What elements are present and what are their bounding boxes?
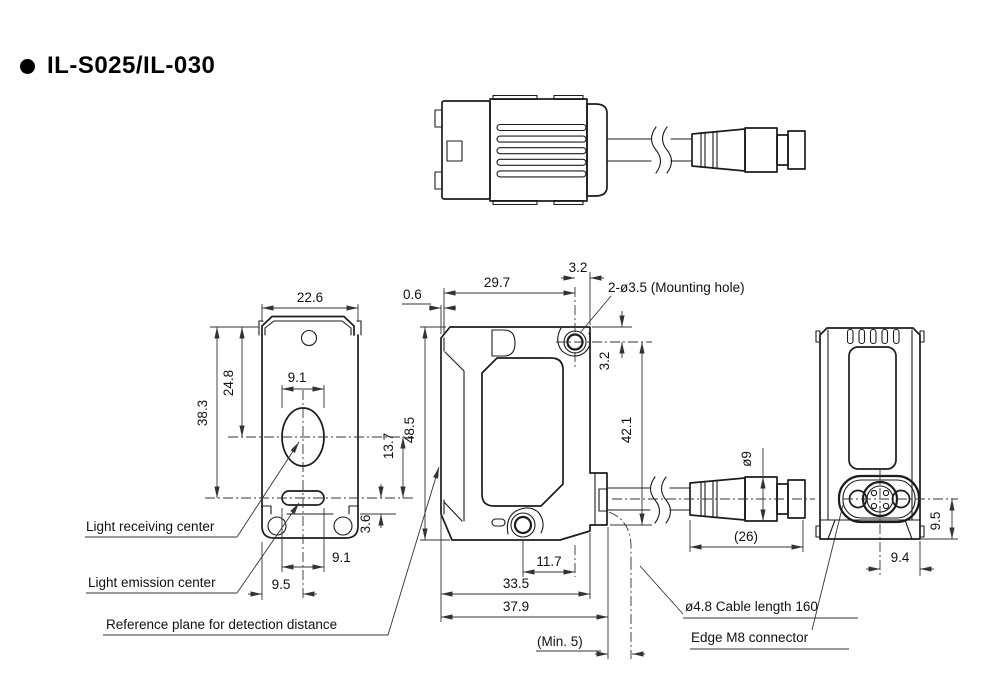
dim-center-to-bottom: 9.5	[920, 499, 958, 540]
svg-text:Reference plane for detection: Reference plane for detection distance	[106, 617, 337, 632]
dim-text-9-1-bottom: 9.1	[332, 550, 351, 565]
side-view: 0.6 29.7 3.2 2-ø3.5 (Mounting hole)	[402, 260, 858, 659]
dim-text-33-5: 33.5	[503, 576, 529, 591]
top-view-cable	[606, 126, 693, 174]
dim-text-9-5-rear: 9.5	[928, 512, 943, 531]
label-light-receiving: Light receiving center	[85, 441, 300, 538]
drawing-header: IL-S025/IL-030	[20, 52, 215, 80]
label-light-emission: Light emission center	[86, 502, 300, 594]
page-title: IL-S025/IL-030	[47, 52, 216, 79]
svg-text:ø4.8 Cable length 160: ø4.8 Cable length 160	[685, 599, 818, 614]
m8-pin	[882, 502, 890, 510]
side-center-panel	[481, 357, 564, 507]
dim-text-26: (26)	[734, 529, 758, 544]
dim-text-24-8: 24.8	[221, 370, 236, 396]
dim-text-9-4: 9.4	[891, 550, 910, 565]
dim-depth-total: 37.9	[441, 527, 609, 622]
side-top-tab	[491, 329, 516, 357]
side-cable	[606, 487, 691, 511]
top-view-heatsink-ribs	[496, 123, 587, 178]
label-mounting-hole: 2-ø3.5 (Mounting hole)	[579, 280, 745, 334]
dim-text-29-7: 29.7	[484, 275, 510, 290]
label-connector: Edge M8 connector	[690, 504, 849, 650]
dim-hole-to-cable: 42.1	[610, 342, 652, 526]
front-body-sides	[261, 334, 359, 507]
side-front-face-detail	[443, 337, 465, 522]
dim-text-9-5: 9.5	[272, 577, 291, 592]
cable-break-symbol	[650, 126, 673, 174]
cable-break-symbol-side	[649, 476, 672, 524]
m8-pin	[870, 502, 878, 510]
dim-text-13-7: 13.7	[381, 433, 396, 459]
dim-text-37-9: 37.9	[503, 599, 529, 614]
top-view-m8-connector	[691, 127, 806, 173]
side-body-outline	[440, 326, 608, 541]
dim-receiving-to-emission: 13.7	[381, 433, 406, 498]
dim-text-42-1: 42.1	[619, 417, 634, 443]
top-view-main-body	[489, 98, 588, 202]
top-view-window	[446, 140, 463, 162]
dim-top-to-emission: 38.3	[195, 326, 259, 498]
m8-pin	[882, 489, 890, 497]
dim-top-to-receiving: 24.8	[221, 327, 245, 437]
front-bottom	[261, 505, 359, 539]
dim-text-min-5: (Min. 5)	[537, 634, 583, 649]
label-cable: ø4.8 Cable length 160	[639, 565, 858, 619]
rear-vents	[846, 328, 900, 345]
dim-front-width: 22.6	[261, 290, 359, 322]
dim-receiving-width: 9.1	[281, 370, 325, 408]
dim-top-to-hole: 3.2	[592, 311, 632, 370]
rear-panel	[848, 346, 897, 470]
dim-text-38-3: 38.3	[195, 400, 210, 426]
dim-height: 48.5	[402, 326, 450, 541]
dim-depth-body: 33.5	[440, 516, 591, 622]
top-view-left-tab-upper	[434, 109, 443, 128]
dim-center-to-edge: 9.4	[866, 541, 934, 576]
side-bottom-slot	[491, 518, 506, 527]
dim-min-bend: (Min. 5)	[536, 622, 645, 659]
dim-text-3-6: 3.6	[358, 515, 373, 534]
mounting-hole-bottom	[491, 507, 544, 538]
dim-text-3-2-h: 3.2	[569, 260, 588, 275]
dim-emission-width: 9.1	[281, 508, 351, 572]
front-top-cap	[261, 315, 355, 336]
cable-bend-line	[608, 511, 632, 659]
front-right-foot-hole	[333, 516, 353, 536]
front-top-screw	[300, 329, 318, 347]
label-reference-plane: Reference plane for detection distance	[103, 466, 440, 636]
side-cable-exit	[594, 472, 691, 526]
bullet-icon	[20, 58, 35, 74]
dim-hole-to-rear: 3.2	[561, 260, 604, 325]
top-view-end-cap	[586, 103, 608, 197]
dim-connector-dia: ø9	[739, 448, 766, 521]
svg-text:Light emission center: Light emission center	[88, 575, 216, 590]
dim-text-22-6: 22.6	[297, 290, 323, 305]
dim-text-48-5: 48.5	[402, 417, 417, 443]
dim-connector-len: (26)	[689, 520, 804, 552]
front-reference-plane-edge	[261, 505, 359, 515]
svg-text:Edge M8 connector: Edge M8 connector	[691, 630, 809, 645]
top-view-left-tab-lower	[434, 171, 443, 190]
rear-view: 9.5 9.4	[815, 327, 958, 577]
front-view: 22.6 38.3 24.8 9.1 13.7	[85, 290, 440, 636]
svg-text:Light receiving center: Light receiving center	[86, 519, 215, 534]
dim-text-3-2-v: 3.2	[597, 352, 612, 371]
svg-text:2-ø3.5 (Mounting hole): 2-ø3.5 (Mounting hole)	[608, 280, 745, 295]
dim-text-9-1-top: 9.1	[288, 370, 307, 385]
m8-pin	[870, 489, 878, 497]
dim-text-11-7: 11.7	[536, 554, 561, 569]
dim-front-to-hole: 29.7	[443, 275, 575, 332]
dim-text-0-6: 0.6	[403, 287, 422, 302]
rear-base	[819, 329, 921, 540]
top-view	[434, 94, 806, 206]
dim-text-dia9: ø9	[739, 451, 754, 467]
dim-emission-to-reference: 3.6	[358, 484, 396, 533]
top-view-front-block	[441, 100, 491, 200]
dim-edge-to-center: 9.5	[248, 542, 317, 600]
dim-hole-offset: 11.7	[522, 541, 575, 577]
